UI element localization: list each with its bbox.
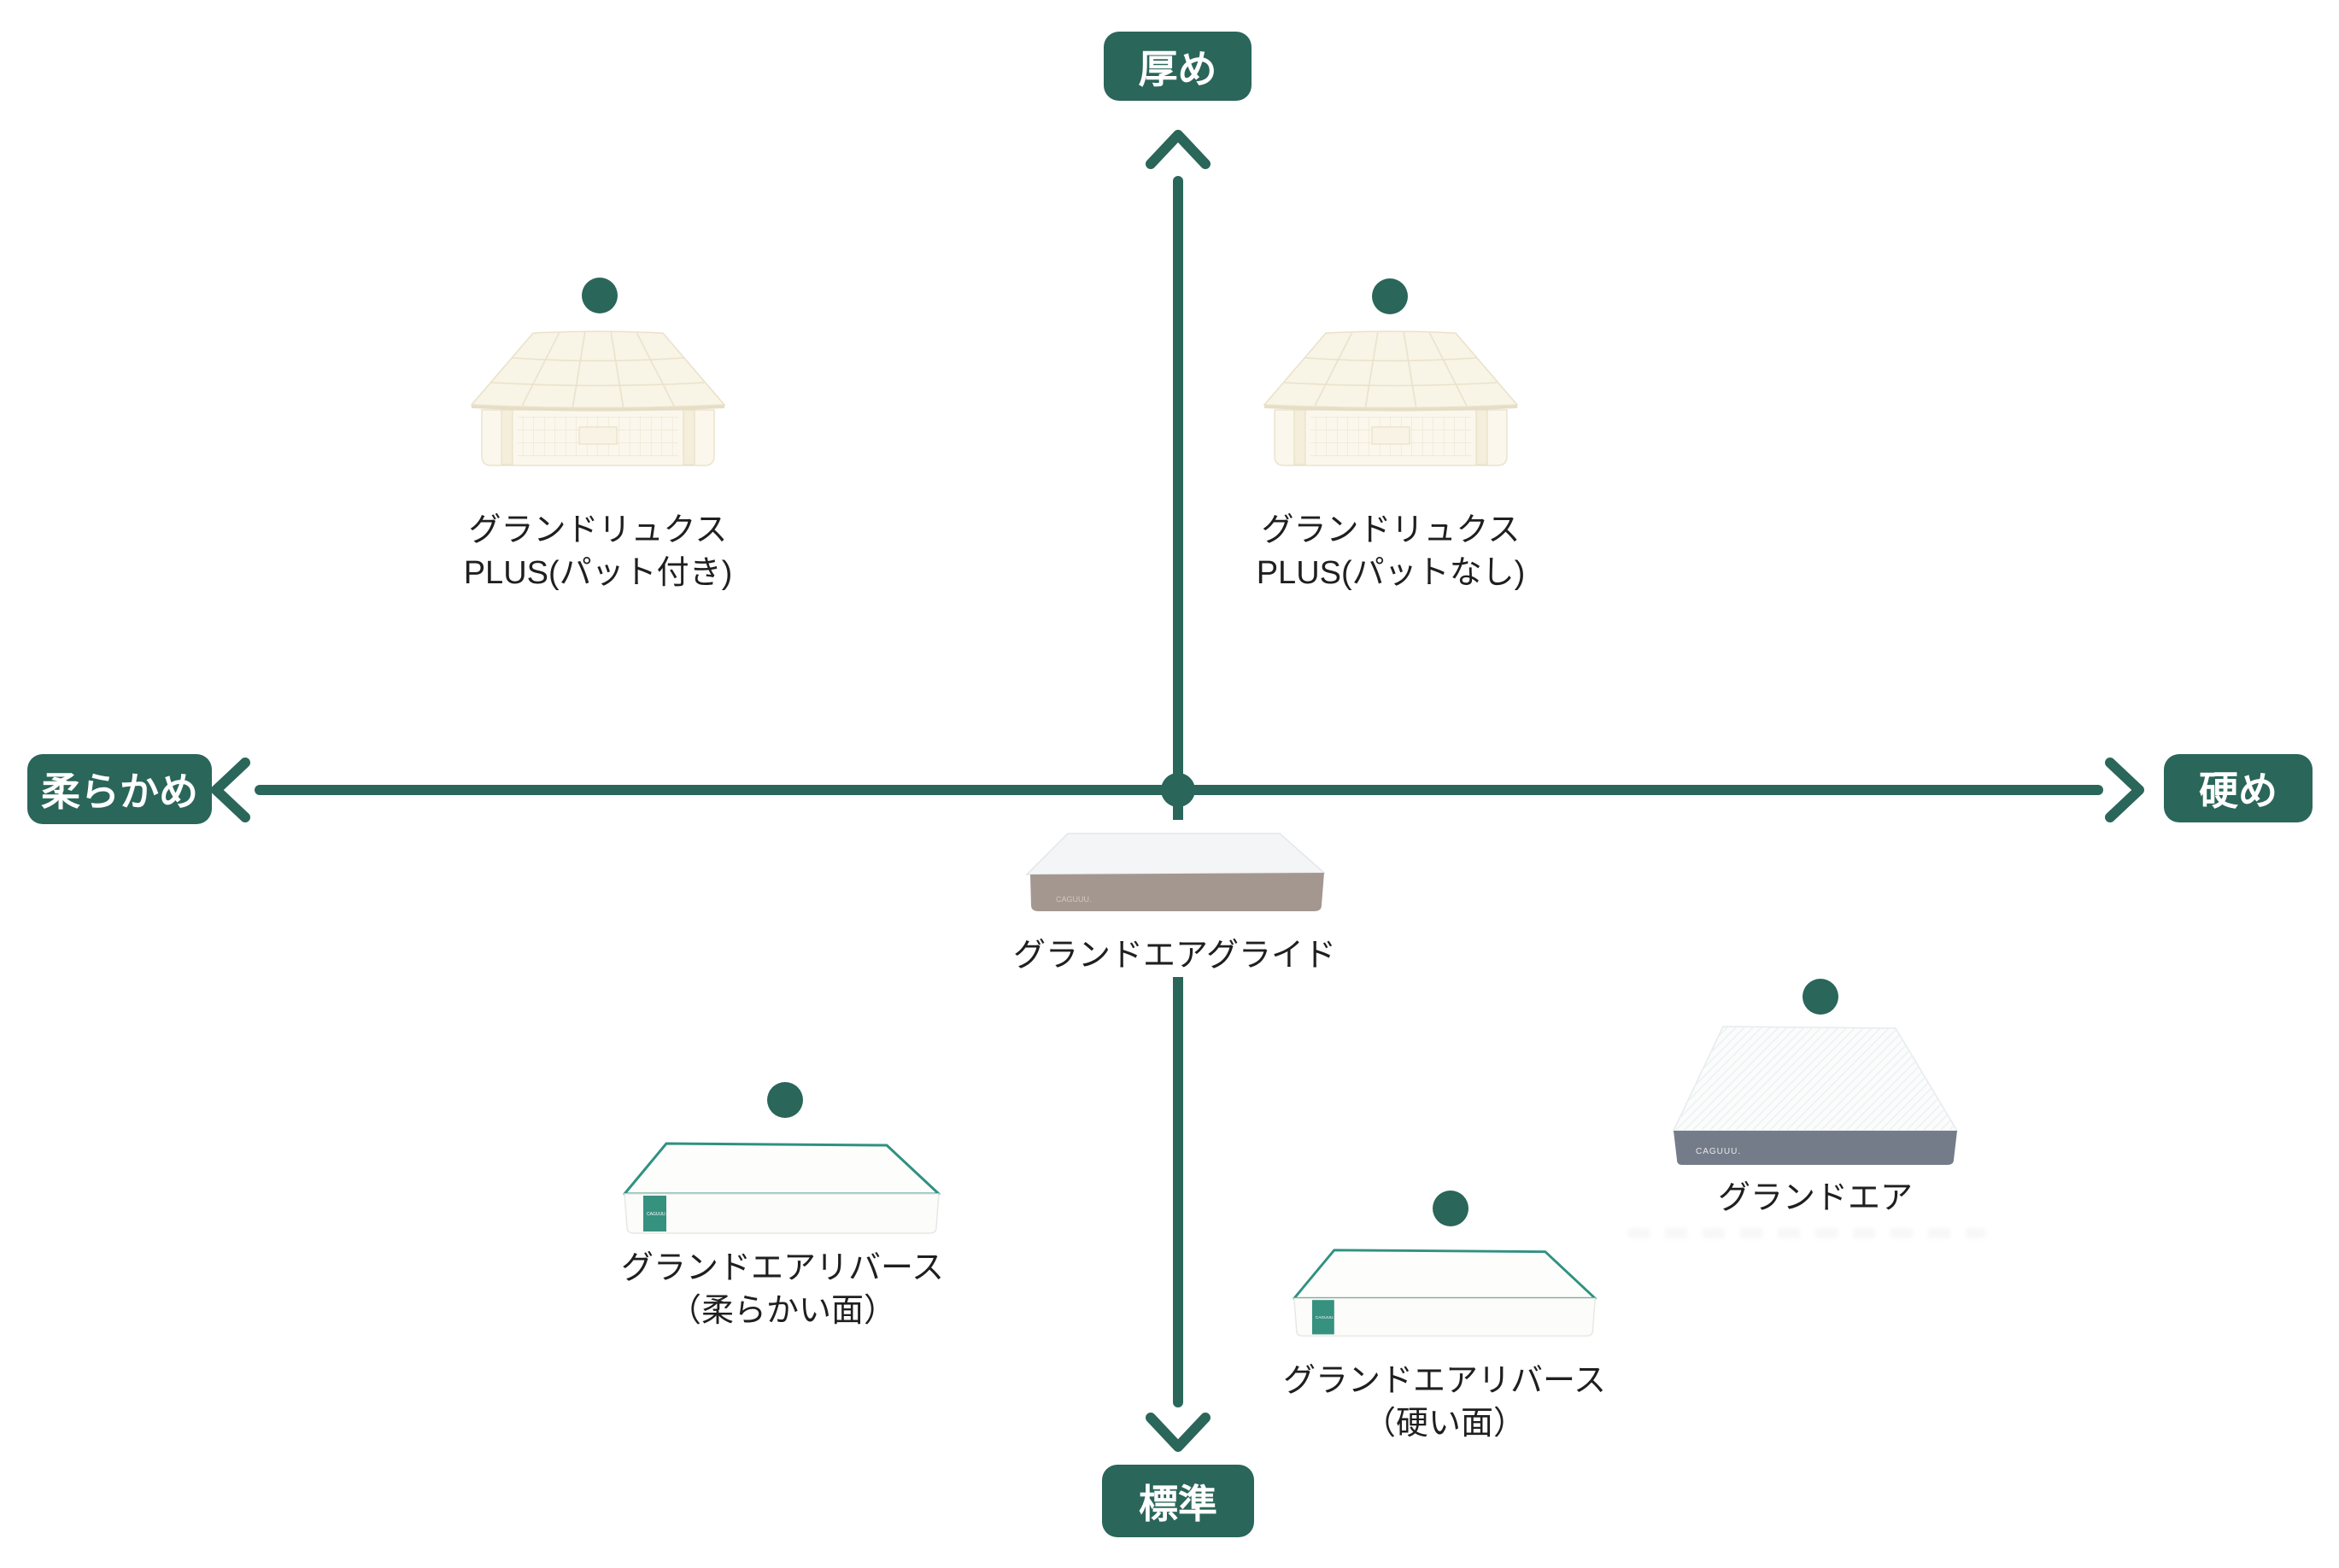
position-dot: [1803, 979, 1838, 1015]
axis-label-top: 厚め: [1104, 32, 1252, 101]
grand-air-mattress-image: CAGUUU.: [1672, 1023, 1959, 1168]
product-caption: グランドエアグライド: [1000, 934, 1349, 977]
arrow-right-icon: [2105, 758, 2144, 822]
pillowtop-mattress-image: [470, 328, 726, 473]
arrow-up-icon: [1146, 130, 1211, 169]
origin-dot: [1161, 773, 1195, 807]
axis-label-right: 硬め: [2164, 754, 2313, 822]
product-name-line2: PLUS(パットなし): [1256, 555, 1526, 591]
pillowtop-mattress-image: [1263, 328, 1519, 473]
position-dot: [582, 278, 618, 313]
air-glide-mattress-image: CAGUUU.: [1008, 820, 1341, 939]
brand-logo-tag-text: CAGUUU.: [647, 1212, 666, 1217]
product-name-line2: （硬い面）: [1363, 1406, 1527, 1442]
arrow-down-icon: [1146, 1413, 1211, 1452]
position-dot: [1372, 278, 1408, 314]
product-caption: グランドリュクス PLUS(パット付き): [464, 509, 733, 594]
brand-logo-text: CAGUUU.: [1696, 1147, 1741, 1156]
axis-label-bottom: 標準: [1102, 1465, 1254, 1537]
product-name-line1: グランドリュクス: [468, 512, 728, 548]
brand-logo-tag-text: CAGUUU.: [1316, 1315, 1334, 1320]
product-caption: グランドエア: [1718, 1177, 1913, 1220]
brand-logo-text: CAGUUU.: [1056, 895, 1092, 904]
product-name-line1: グランドエアリバース: [1282, 1363, 1607, 1399]
air-reverse-mattress-image: CAGUUU.: [617, 1139, 950, 1240]
product-name-line2: PLUS(パット付き): [463, 555, 733, 591]
position-dot: [767, 1082, 803, 1118]
product-name-line1: グランドエアグライド: [1012, 938, 1337, 974]
product-name-line1: グランドエアリバース: [620, 1250, 945, 1286]
product-name-line1: グランドエア: [1717, 1180, 1914, 1216]
product-caption: グランドエアリバース （硬い面）: [1283, 1360, 1606, 1445]
product-name-line2: （柔らかい面）: [668, 1293, 897, 1329]
arrow-left-icon: [211, 758, 250, 822]
product-caption: グランドエアリバース （柔らかい面）: [621, 1247, 944, 1332]
faint-watermark-artifact: [1627, 1228, 1986, 1238]
air-reverse-mattress-image: CAGUUU.: [1287, 1246, 1606, 1343]
product-name-line1: グランドリュクス: [1261, 512, 1521, 548]
position-dot: [1433, 1191, 1468, 1226]
axis-label-left: 柔らかめ: [27, 754, 212, 824]
product-caption: グランドリュクス PLUS(パットなし): [1257, 509, 1526, 594]
